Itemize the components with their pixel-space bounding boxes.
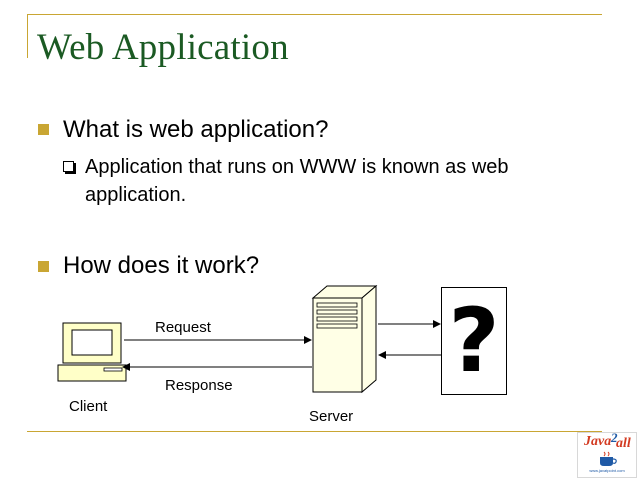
top-rule bbox=[27, 14, 602, 15]
response-arrow bbox=[122, 363, 312, 371]
computer-icon bbox=[57, 322, 127, 382]
sub-bullet-box-icon bbox=[63, 161, 74, 172]
question-mark-icon: ? bbox=[448, 289, 500, 392]
request-arrow bbox=[124, 336, 312, 344]
server-to-unknown-arrow bbox=[378, 320, 441, 328]
logo-site: www.javatpoint.com bbox=[589, 468, 625, 473]
request-label: Request bbox=[155, 319, 211, 336]
bullet-square-icon bbox=[38, 124, 49, 135]
coffee-cup-icon bbox=[600, 451, 617, 466]
logo-brand-top: Java bbox=[584, 434, 612, 449]
bullet-how-work: How does it work? bbox=[63, 252, 260, 279]
logo-brand-digit: 2 bbox=[611, 430, 618, 445]
client-label: Client bbox=[69, 398, 108, 415]
left-rule bbox=[27, 14, 28, 58]
unknown-to-server-arrow bbox=[378, 351, 441, 359]
sub-bullet-definition: Application that runs on WWW is known as… bbox=[85, 156, 509, 206]
javatpoint-logo: Java 2 all www.javatpoint.com bbox=[577, 430, 637, 478]
unknown-box bbox=[441, 287, 507, 395]
bullet-square-icon bbox=[38, 261, 49, 272]
server-tower-icon bbox=[311, 284, 378, 394]
slide-title: Web Application bbox=[37, 27, 289, 68]
server-label: Server bbox=[309, 408, 354, 425]
response-label: Response bbox=[165, 377, 233, 394]
bullet-what-is: What is web application? bbox=[63, 116, 329, 143]
logo-brand-bottom: all bbox=[616, 436, 631, 451]
bottom-rule bbox=[27, 431, 602, 432]
